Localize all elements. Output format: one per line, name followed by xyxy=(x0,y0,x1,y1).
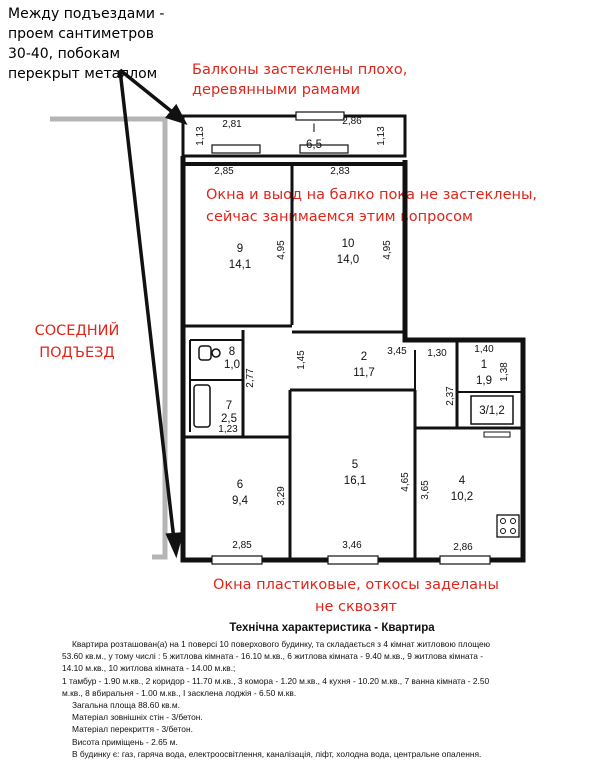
dim-r1-w: 1,40 xyxy=(474,344,494,355)
room-6-id: 6 xyxy=(237,479,243,491)
dim-bottom-right: 2,86 xyxy=(453,542,473,553)
note-plastic-windows: Окна пластиковые, откосы заделаны не скв… xyxy=(213,577,499,615)
dim-bottom-mid: 3,46 xyxy=(342,540,362,551)
tech-detail: Матеріал зовнішніх стін - 3/бетон. xyxy=(72,712,203,723)
room-6-area: 9,4 xyxy=(232,495,249,507)
room-8-id: 8 xyxy=(229,346,235,358)
dim-r5-h: 4,65 xyxy=(400,472,411,492)
room-I-id: I xyxy=(312,123,315,135)
dim-r2-w: 1,45 xyxy=(296,350,307,370)
dim-r8-h: 2,77 xyxy=(245,368,256,388)
floor-plan: I 6,5 9 14,1 10 14,0 8 1,0 7 2,5 2 11,7 … xyxy=(50,68,526,565)
dim-r4-h: 3,65 xyxy=(420,480,431,500)
dim-balcony-left: 1,13 xyxy=(195,126,206,146)
room-5-area: 16,1 xyxy=(344,475,366,487)
tech-detail: Висота приміщень - 2.65 м. xyxy=(72,736,178,747)
room-1-area: 1,9 xyxy=(476,375,492,387)
dim-r7-w: 1,23 xyxy=(218,424,238,435)
room-labels: I 6,5 9 14,1 10 14,0 8 1,0 7 2,5 2 11,7 … xyxy=(221,123,505,507)
dim-bottom-left: 2,85 xyxy=(232,540,252,551)
room-8-area: 1,0 xyxy=(224,359,240,371)
room-2-id: 2 xyxy=(361,351,367,363)
dim-r3-w: 1,30 xyxy=(427,348,447,359)
note-neighbor-entrance: СОСЕДНИЙ ПОДЪЕЗД xyxy=(34,323,120,361)
dim-top-mid: 2,83 xyxy=(330,166,350,177)
tech-line: 14.10 м.кв., 10 житлова кімната - 14.00 … xyxy=(62,663,236,674)
room-4-id: 4 xyxy=(459,475,466,487)
windows xyxy=(211,111,491,565)
tech-line: 1 тамбур - 1.90 м.кв., 2 коридор - 11.70… xyxy=(62,675,490,686)
tech-characteristics: Технічна характеристика - Квартира Кварт… xyxy=(62,622,582,760)
neighbor-boundary-line xyxy=(50,116,168,560)
room-9-id: 9 xyxy=(237,243,243,255)
room-1-id: 1 xyxy=(481,359,487,371)
room-3-area: 3/1,2 xyxy=(479,405,505,417)
tech-detail: Матеріал перекриття - 3/бетон. xyxy=(72,724,193,735)
room-10-area: 14,0 xyxy=(337,254,359,266)
dim-r1-h: 1,38 xyxy=(499,362,510,382)
tech-line: 53.60 кв.м., у тому числі : 5 житлова кі… xyxy=(62,651,483,662)
room-2-area: 11,7 xyxy=(353,367,375,379)
room-7-id: 7 xyxy=(226,400,232,412)
tech-detail: В будинку є: газ, гаряча вода, електроос… xyxy=(72,748,482,759)
dim-balcony-w1: 2,81 xyxy=(222,119,242,130)
tech-detail: Загальна площа 88.60 кв.м. xyxy=(72,700,180,711)
room-I-area: 6,5 xyxy=(306,139,322,151)
room-10-id: 10 xyxy=(342,238,355,250)
dim-r3-h: 2,37 xyxy=(445,386,456,406)
room-4-area: 10,2 xyxy=(451,491,473,503)
balcony-outline xyxy=(181,114,407,158)
dim-balcony-right: 1,13 xyxy=(376,126,387,146)
dim-r9-h: 4,95 xyxy=(276,240,287,260)
walls xyxy=(180,114,526,563)
dimension-labels: 1,13 2,81 2,86 1,13 2,85 2,83 4,95 4,95 … xyxy=(195,116,510,553)
tech-line: м.кв., 8 вбиральня - 1.00 м.кв., I заскл… xyxy=(62,687,297,698)
dim-r2-right: 3,45 xyxy=(387,346,407,357)
room-7-area: 2,5 xyxy=(221,413,237,425)
dim-r10-h: 4,95 xyxy=(382,240,393,260)
dim-r6-h: 3,29 xyxy=(276,486,287,506)
tech-line: Квартира розташован(а) на 1 поверсі 10 п… xyxy=(72,639,490,649)
tech-title: Технічна характеристика - Квартира xyxy=(229,622,435,634)
dim-balcony-w2: 2,86 xyxy=(342,116,362,127)
arrows xyxy=(118,68,188,559)
room-5-id: 5 xyxy=(352,459,358,471)
dim-top-left: 2,85 xyxy=(214,166,234,177)
room-9-area: 14,1 xyxy=(229,259,251,271)
note-balconies: Балконы застеклены плохо, деревянными ра… xyxy=(192,62,408,98)
